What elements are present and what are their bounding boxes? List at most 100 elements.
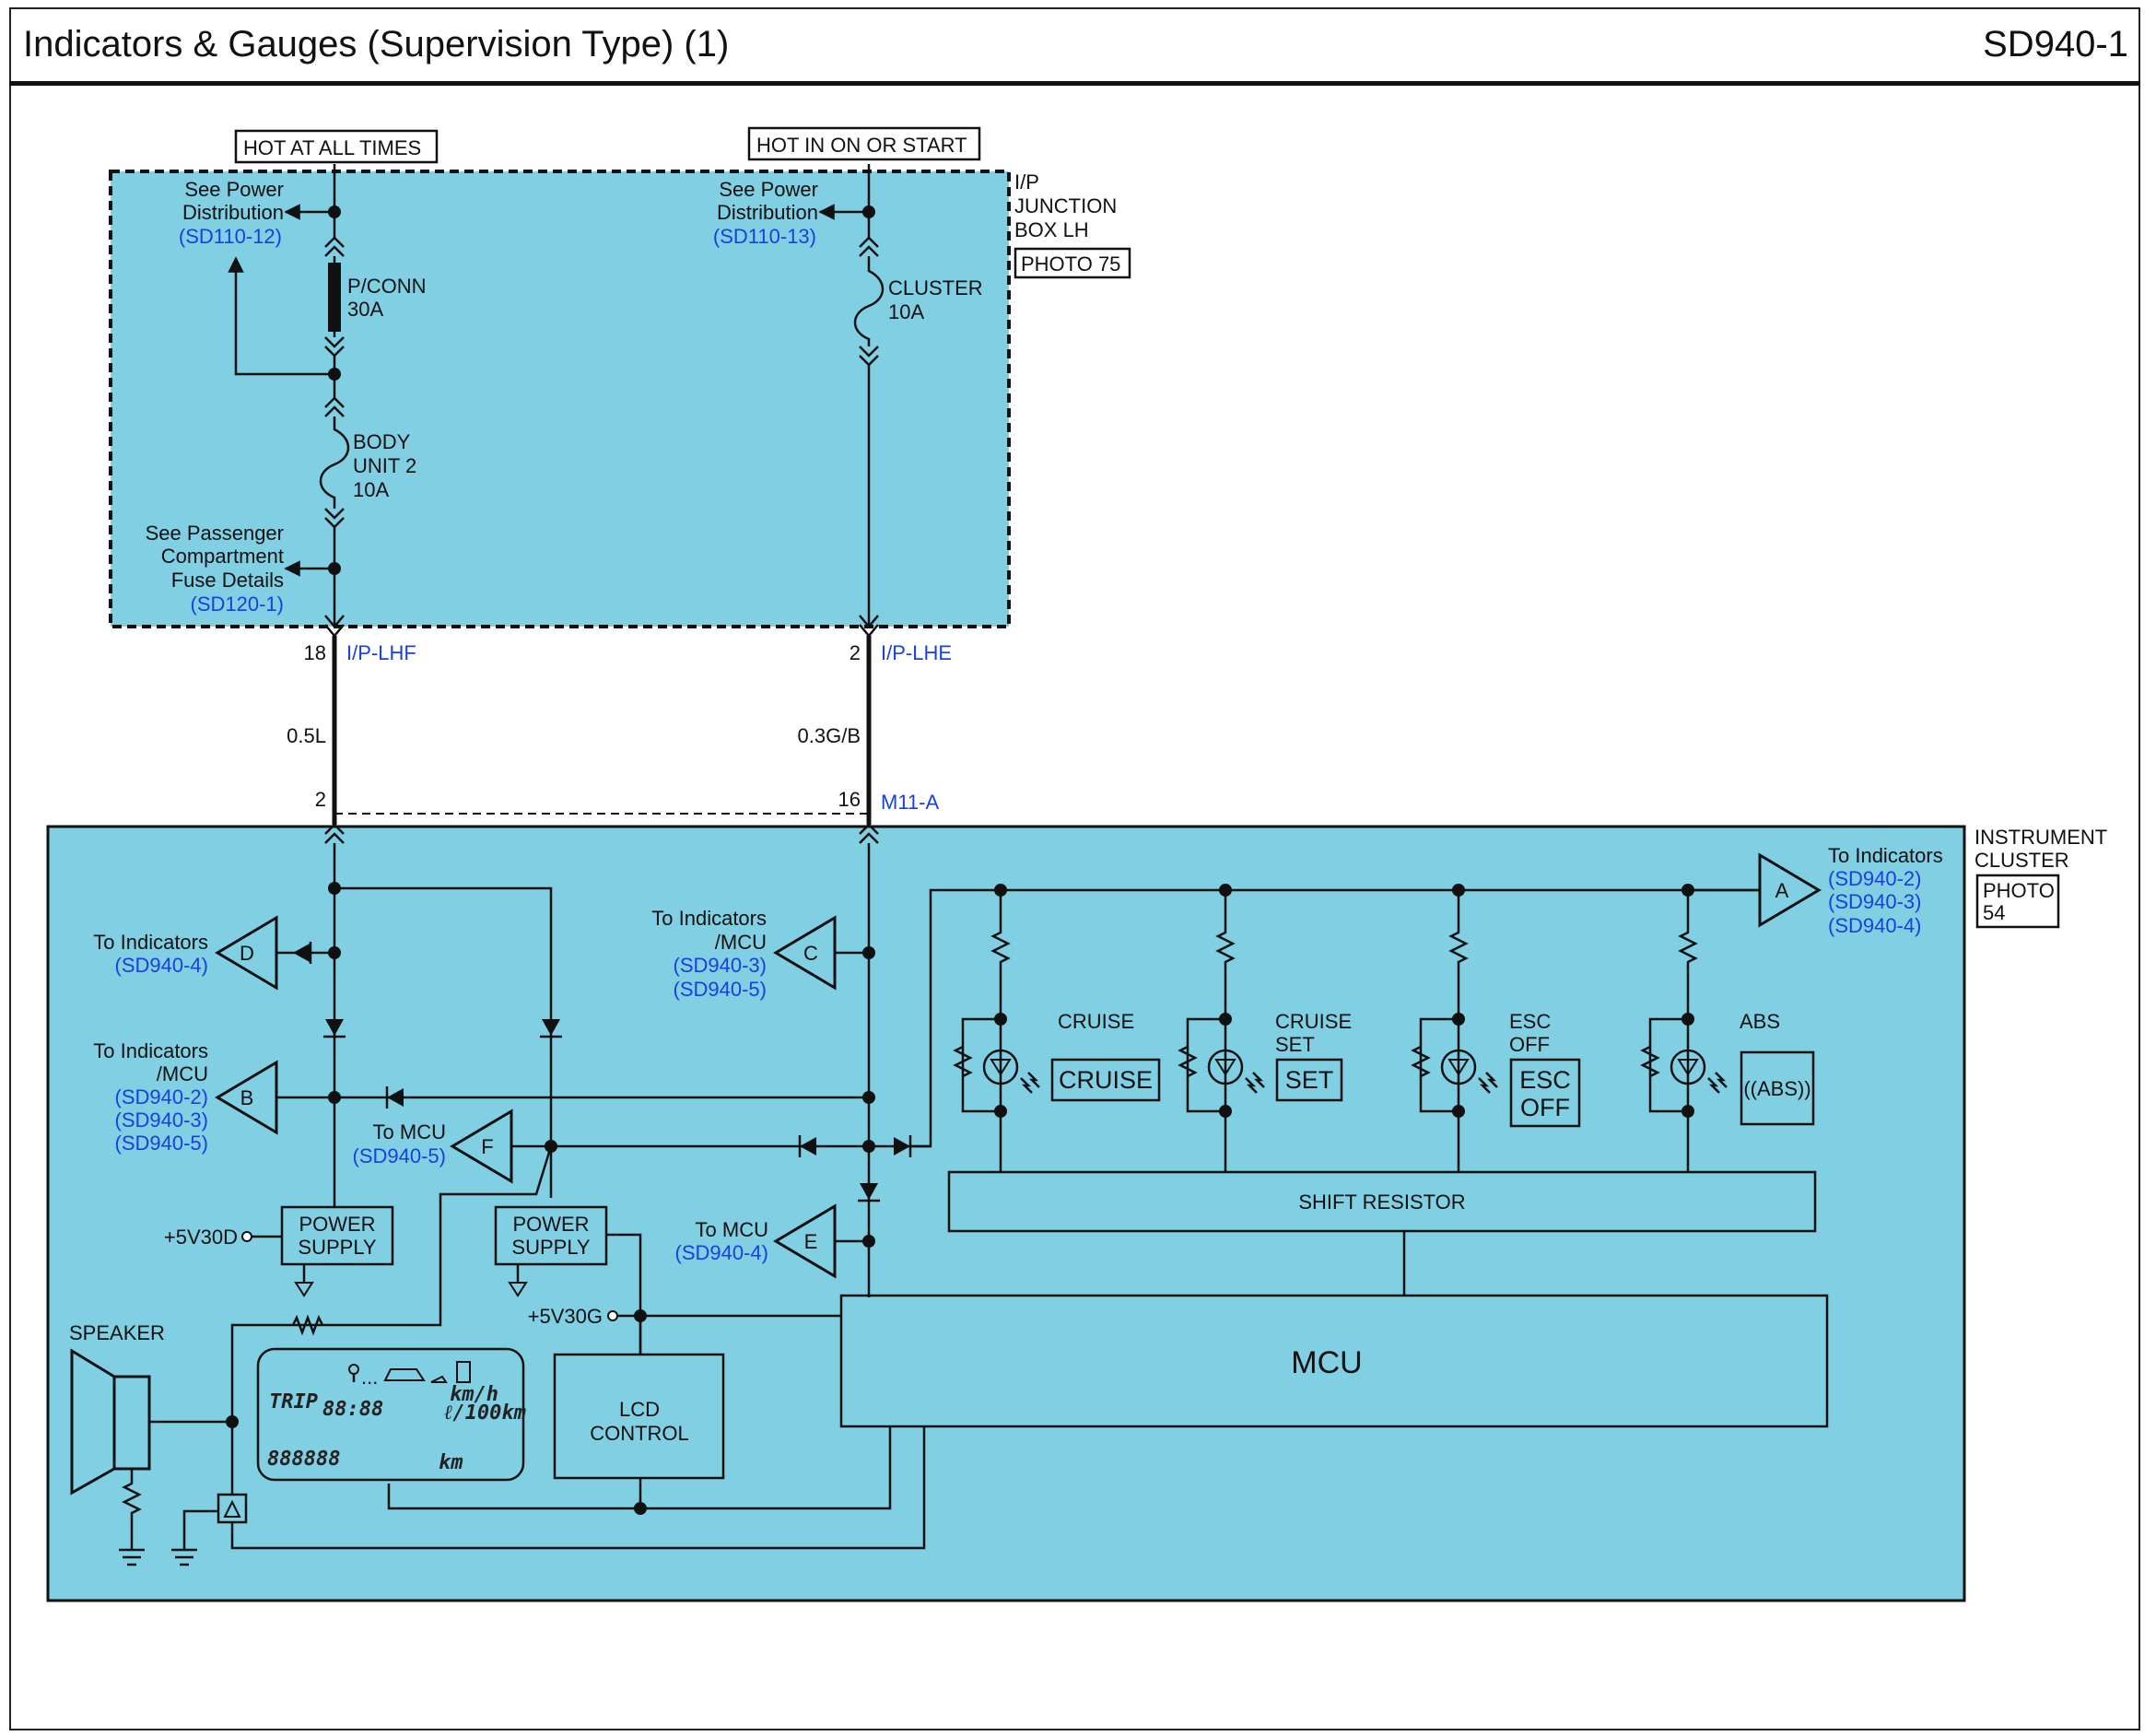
indicator-e-ref: (SD940-4) (675, 1241, 768, 1264)
lamp-esc-off: ESC OFF ESC OFF (1411, 884, 1581, 1172)
indicator-b-label-1: To Indicators (93, 1039, 208, 1062)
led (1447, 1059, 1470, 1076)
cluster-name-2: CLUSTER (1974, 849, 2069, 872)
wire (230, 1426, 926, 1550)
lamp-bulb (1440, 1049, 1477, 1085)
indicator-a-ref-3: (SD940-4) (1828, 914, 1921, 937)
lamp-symbol-2: OFF (1520, 1094, 1570, 1121)
ground-symbol (508, 1282, 528, 1297)
resistor (122, 1469, 142, 1537)
indicator-c-ref-1: (SD940-3) (674, 954, 767, 977)
resistor (1215, 890, 1236, 1019)
fuse-body-label-2: UNIT 2 (353, 454, 416, 477)
indicator-c-letter: C (803, 942, 818, 965)
wire (387, 1426, 892, 1510)
header-rule (9, 81, 2140, 86)
fuse-pconn (328, 263, 341, 332)
lamp-title-1: CRUISE (1275, 1010, 1352, 1033)
lamp-symbol: SET (1285, 1066, 1334, 1094)
lcd-control-box (553, 1353, 725, 1480)
splice-dot (862, 1091, 875, 1104)
page-title: Indicators & Gauges (Supervision Type) (… (23, 24, 730, 65)
wire (1186, 1017, 1225, 1113)
indicator-a-ref-2: (SD940-3) (1828, 890, 1921, 913)
pin-2-bottom: 2 (315, 788, 326, 811)
car-icon (383, 1368, 426, 1381)
fuse-body-unit (319, 416, 350, 509)
resistor (291, 1314, 324, 1336)
cluster-outline (46, 825, 1966, 1602)
indicator-a-label: To Indicators (1828, 844, 1943, 867)
terminal (241, 1231, 252, 1242)
fuse-cluster-label-2: 10A (888, 300, 924, 323)
indicator-e-triangle (773, 1203, 837, 1279)
instrument-cluster: INSTRUMENT CLUSTER PHOTO 54 D To Indicat… (46, 823, 2107, 1602)
lcd-unit-bottom: km (439, 1451, 463, 1474)
see-power-right-1: See Power (719, 178, 818, 201)
fuse-body-label-3: 10A (353, 478, 389, 501)
amplifier-icon (223, 1499, 241, 1518)
lamp-cruise: CRUISE CRUISE (953, 884, 1161, 1172)
harness: 18 I/P-LHF 2 I/P-LHE 0.5L 0.3G/B 2 16 M1… (287, 636, 952, 825)
resistor (1411, 1045, 1431, 1078)
junction-photo-label: PHOTO 75 (1021, 252, 1120, 276)
lcd-frame (256, 1347, 525, 1482)
shift-resistor-box (947, 1170, 1817, 1233)
fuse-pconn-label-1: P/CONN (347, 275, 427, 298)
indicator-d-letter: D (240, 942, 254, 965)
indicator-c-ref-2: (SD940-5) (674, 978, 767, 1001)
indicator-b-triangle (215, 1060, 278, 1135)
junction-box: HOT AT ALL TIMES HOT IN ON OR START I/P … (109, 126, 1131, 638)
v30g-label: +5V30G (528, 1305, 603, 1328)
shift-resistor-label: SHIFT RESISTOR (1298, 1191, 1465, 1214)
passenger-label-3: Fuse Details (171, 569, 284, 592)
connector-chevron (859, 823, 879, 844)
diode (325, 1019, 344, 1036)
pin-16: 16 (838, 788, 861, 811)
indicator-f-ref: (SD940-5) (353, 1144, 446, 1167)
wire (334, 886, 553, 1198)
fuse-pconn-label-2: 30A (347, 298, 383, 321)
diode (800, 1137, 816, 1155)
power-supply-right-2: SUPPLY (511, 1236, 591, 1259)
lcd-trip: TRIP (269, 1390, 318, 1413)
indicator-f-letter: F (481, 1135, 493, 1158)
indicator-d-label: To Indicators (93, 931, 208, 954)
wire (1648, 1017, 1688, 1113)
power-supply-left-2: SUPPLY (298, 1236, 377, 1259)
lcd-digits-top: 88:88 (322, 1398, 383, 1421)
indicator-b-ref-3: (SD940-5) (115, 1132, 208, 1155)
cluster-photo-box (1975, 874, 2060, 929)
led (1677, 1059, 1699, 1076)
lcd-control-1: LCD (619, 1398, 660, 1421)
connector-chevron (324, 236, 345, 257)
diode (894, 1137, 910, 1155)
mcu-box (839, 1294, 1829, 1428)
led-rays (1707, 1072, 1728, 1094)
resistor (1640, 1045, 1660, 1078)
junction-box-name-2: JUNCTION (1014, 194, 1117, 217)
wire-label-right: 0.3G/B (798, 724, 861, 747)
lamp-symbol-box (1050, 1058, 1161, 1102)
indicator-b-letter: B (240, 1086, 254, 1109)
wire (961, 1017, 1001, 1113)
resistor (1448, 890, 1469, 1019)
hot-in-on-or-start-label: HOT IN ON OR START (756, 134, 967, 157)
lamp-bulb (982, 1049, 1019, 1085)
resistor (990, 890, 1011, 1019)
see-power-right-ref: (SD110-13) (713, 225, 816, 248)
lcd-control-2: CONTROL (590, 1422, 689, 1445)
lamp-symbol-1: ESC (1519, 1066, 1571, 1094)
hot-at-all-times-label: HOT AT ALL TIMES (243, 136, 421, 159)
pin-2-top: 2 (850, 641, 861, 664)
indicator-c-label-2: /MCU (715, 931, 767, 954)
indicator-b-ref-1: (SD940-2) (115, 1085, 208, 1108)
passenger-label-1: See Passenger (146, 522, 284, 545)
led (990, 1059, 1012, 1076)
led (1214, 1059, 1236, 1076)
ground-icon (171, 1548, 197, 1566)
cluster-photo-2: 54 (1983, 901, 2005, 924)
hot-at-all-times-box (234, 129, 439, 164)
diode-b (387, 1088, 404, 1107)
